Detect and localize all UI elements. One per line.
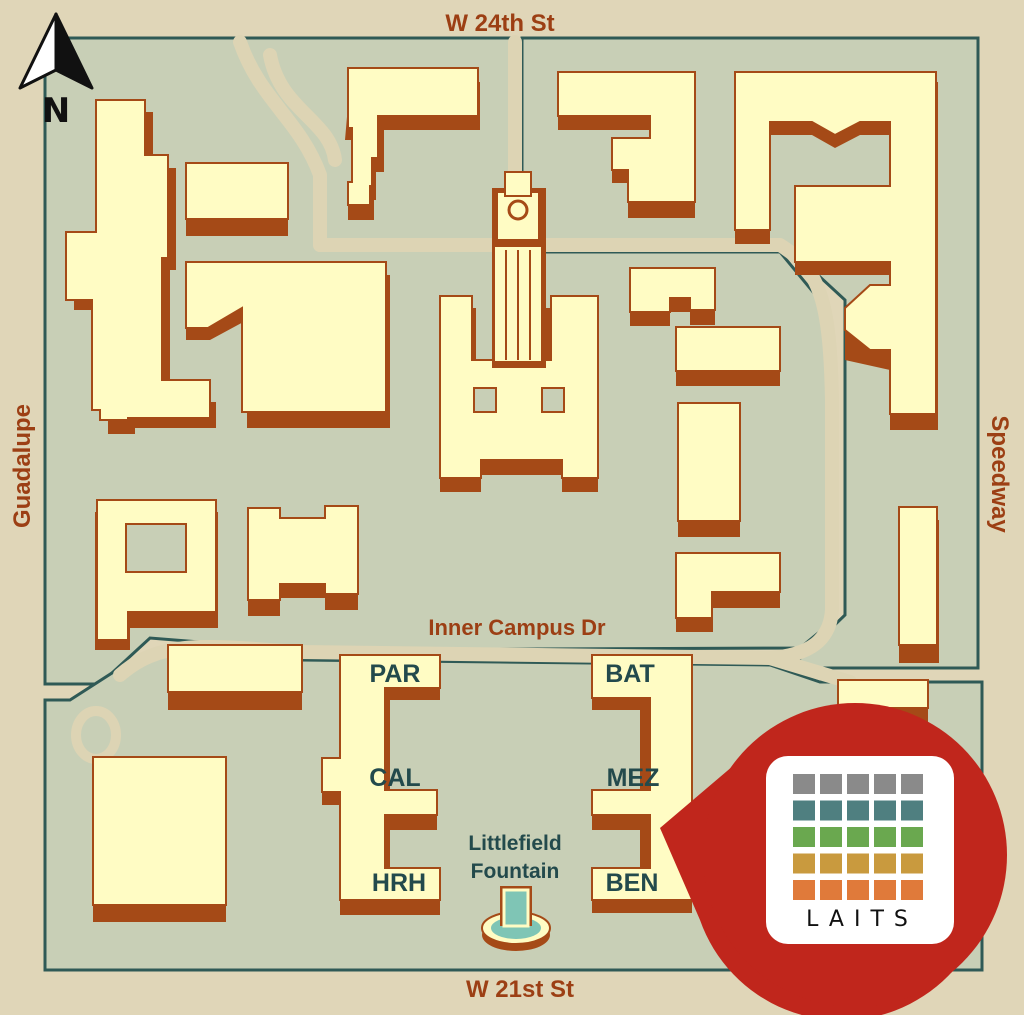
- tower-clock-icon: [507, 199, 529, 221]
- laits-logo-square: [847, 800, 869, 821]
- street-south-label: W 21st St: [466, 976, 574, 1003]
- fountain-label-line1: Littlefield: [468, 832, 561, 855]
- roundabout: [71, 706, 121, 764]
- laits-logo-square: [820, 853, 842, 874]
- laits-logo-square: [901, 827, 923, 847]
- laits-logo-square: [901, 880, 923, 900]
- fountain-label-line2: Fountain: [471, 860, 560, 883]
- north-arrow-icon: N: [18, 12, 94, 131]
- laits-logo-square: [901, 853, 923, 874]
- north-label: N: [42, 91, 70, 131]
- laits-logo-square: [793, 827, 815, 847]
- laits-logo-square: [874, 853, 896, 874]
- building-label-bat: BAT: [605, 660, 655, 688]
- laits-logo-square: [793, 880, 815, 900]
- walkway-north: [263, 48, 342, 167]
- building-label-par: PAR: [370, 660, 421, 688]
- laits-logo-square: [820, 774, 842, 794]
- laits-logo-square: [820, 827, 842, 847]
- laits-logo-grid-icon: [793, 774, 923, 900]
- laits-logo-square: [874, 880, 896, 900]
- littlefield-fountain: [481, 886, 551, 951]
- laits-logo-square: [793, 800, 815, 821]
- laits-logo-badge: LAITS: [660, 703, 1007, 1015]
- laits-logo-text: LAITS: [806, 907, 918, 932]
- building-label-hrh: HRH: [372, 869, 426, 897]
- laits-logo-square: [874, 800, 896, 821]
- buildings: [65, 67, 939, 922]
- laits-logo-square: [874, 827, 896, 847]
- laits-logo-square: [901, 774, 923, 794]
- walkway-east: [763, 651, 857, 689]
- main-tower: [492, 171, 546, 368]
- laits-logo-square: [874, 774, 896, 794]
- street-west-label: Guadalupe: [9, 404, 36, 528]
- street-north-label: W 24th St: [445, 10, 554, 37]
- laits-logo-square: [847, 853, 869, 874]
- building-label-ben: BEN: [606, 869, 659, 897]
- laits-logo-square: [847, 774, 869, 794]
- building-label-cal: CAL: [369, 764, 420, 792]
- laits-logo-square: [820, 880, 842, 900]
- street-east-label: Speedway: [986, 415, 1013, 533]
- laits-logo-square: [793, 774, 815, 794]
- walkway-northwest: [233, 35, 327, 252]
- building-label-mez: MEZ: [607, 764, 660, 792]
- laits-logo-square: [820, 800, 842, 821]
- street-inner-label: Inner Campus Dr: [428, 615, 606, 640]
- laits-logo-square: [901, 800, 923, 821]
- laits-logo-square: [793, 853, 815, 874]
- laits-logo-square: [847, 880, 869, 900]
- laits-logo-square: [847, 827, 869, 847]
